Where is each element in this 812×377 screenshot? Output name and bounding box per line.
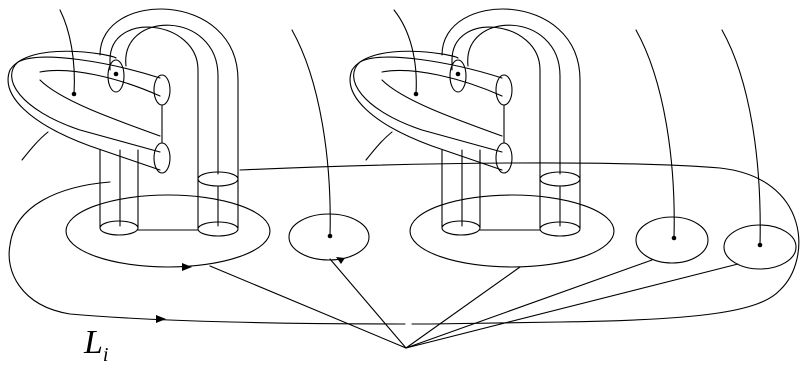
arch-left-mid bbox=[125, 24, 219, 175]
fan-line-2 bbox=[329, 258, 407, 349]
tube-left-inner bbox=[39, 69, 161, 137]
fan-line-4 bbox=[405, 259, 653, 349]
tube-right-cap-2 bbox=[495, 142, 513, 174]
tube-right-inner bbox=[381, 69, 503, 137]
strand-right-a bbox=[393, 9, 417, 95]
tube-right-top bbox=[353, 56, 503, 153]
strand-left-b-end bbox=[113, 71, 119, 77]
cylinder-left-2 bbox=[197, 177, 239, 229]
cylinder-right-2 bbox=[539, 177, 581, 229]
strand-right-b-end bbox=[455, 71, 461, 77]
disk-small-1-arrow bbox=[336, 257, 345, 264]
tube-left-ring bbox=[107, 59, 125, 93]
arch-left-outer bbox=[109, 26, 199, 179]
cylinder-left-1 bbox=[99, 149, 139, 229]
disk-left bbox=[65, 194, 271, 268]
arch-right-outer bbox=[451, 26, 541, 179]
link-label: Li bbox=[84, 324, 109, 366]
tube-right-ring bbox=[449, 59, 467, 93]
arc-left-fragment bbox=[21, 131, 49, 161]
cylinder-right-2-base bbox=[539, 221, 581, 237]
disk-right bbox=[409, 194, 615, 268]
cylinder-right-1 bbox=[441, 149, 481, 229]
strand-disk-small-1-end bbox=[327, 233, 333, 239]
tube-right-bottom bbox=[349, 50, 503, 171]
tube-left-top bbox=[11, 56, 161, 153]
outer-loop-arrow bbox=[156, 315, 166, 323]
link-label-main: L bbox=[84, 324, 103, 361]
strand-disk-small-2-end bbox=[671, 235, 677, 241]
cylinder-left-2-base bbox=[197, 221, 239, 237]
tube-right-cap-1 bbox=[495, 74, 513, 106]
strand-disk-small-3-end bbox=[757, 242, 763, 248]
arc-right-fragment bbox=[365, 131, 393, 161]
strand-disk-small-3 bbox=[721, 29, 761, 246]
disk-left-arrow bbox=[182, 263, 192, 271]
disk-small-2 bbox=[635, 216, 709, 264]
strand-right-a-end bbox=[413, 91, 419, 97]
cylinder-left-1-base bbox=[99, 220, 139, 236]
strand-disk-small-1 bbox=[291, 29, 331, 237]
handle-block-left bbox=[7, 8, 271, 271]
arch-right-inner bbox=[441, 8, 581, 179]
strand-left-a bbox=[59, 9, 75, 95]
arch-left-inner bbox=[99, 8, 239, 179]
arch-right-mid bbox=[467, 24, 561, 175]
tube-left-bottom bbox=[7, 50, 161, 171]
fan-line-5 bbox=[405, 263, 739, 349]
fan-line-3 bbox=[405, 266, 521, 349]
handle-block-right bbox=[349, 8, 615, 268]
disk-small-1 bbox=[288, 213, 370, 261]
tube-left-cap-2 bbox=[153, 142, 171, 174]
link-label-subscript: i bbox=[102, 344, 109, 366]
strand-left-a-end bbox=[71, 91, 77, 97]
outer-loop bbox=[8, 162, 800, 325]
fan-lines bbox=[209, 258, 739, 349]
tube-left-cap-1 bbox=[153, 74, 171, 106]
fan-line-1 bbox=[209, 265, 407, 349]
strand-disk-small-2 bbox=[635, 29, 675, 239]
cylinder-right-1-base bbox=[441, 220, 481, 236]
